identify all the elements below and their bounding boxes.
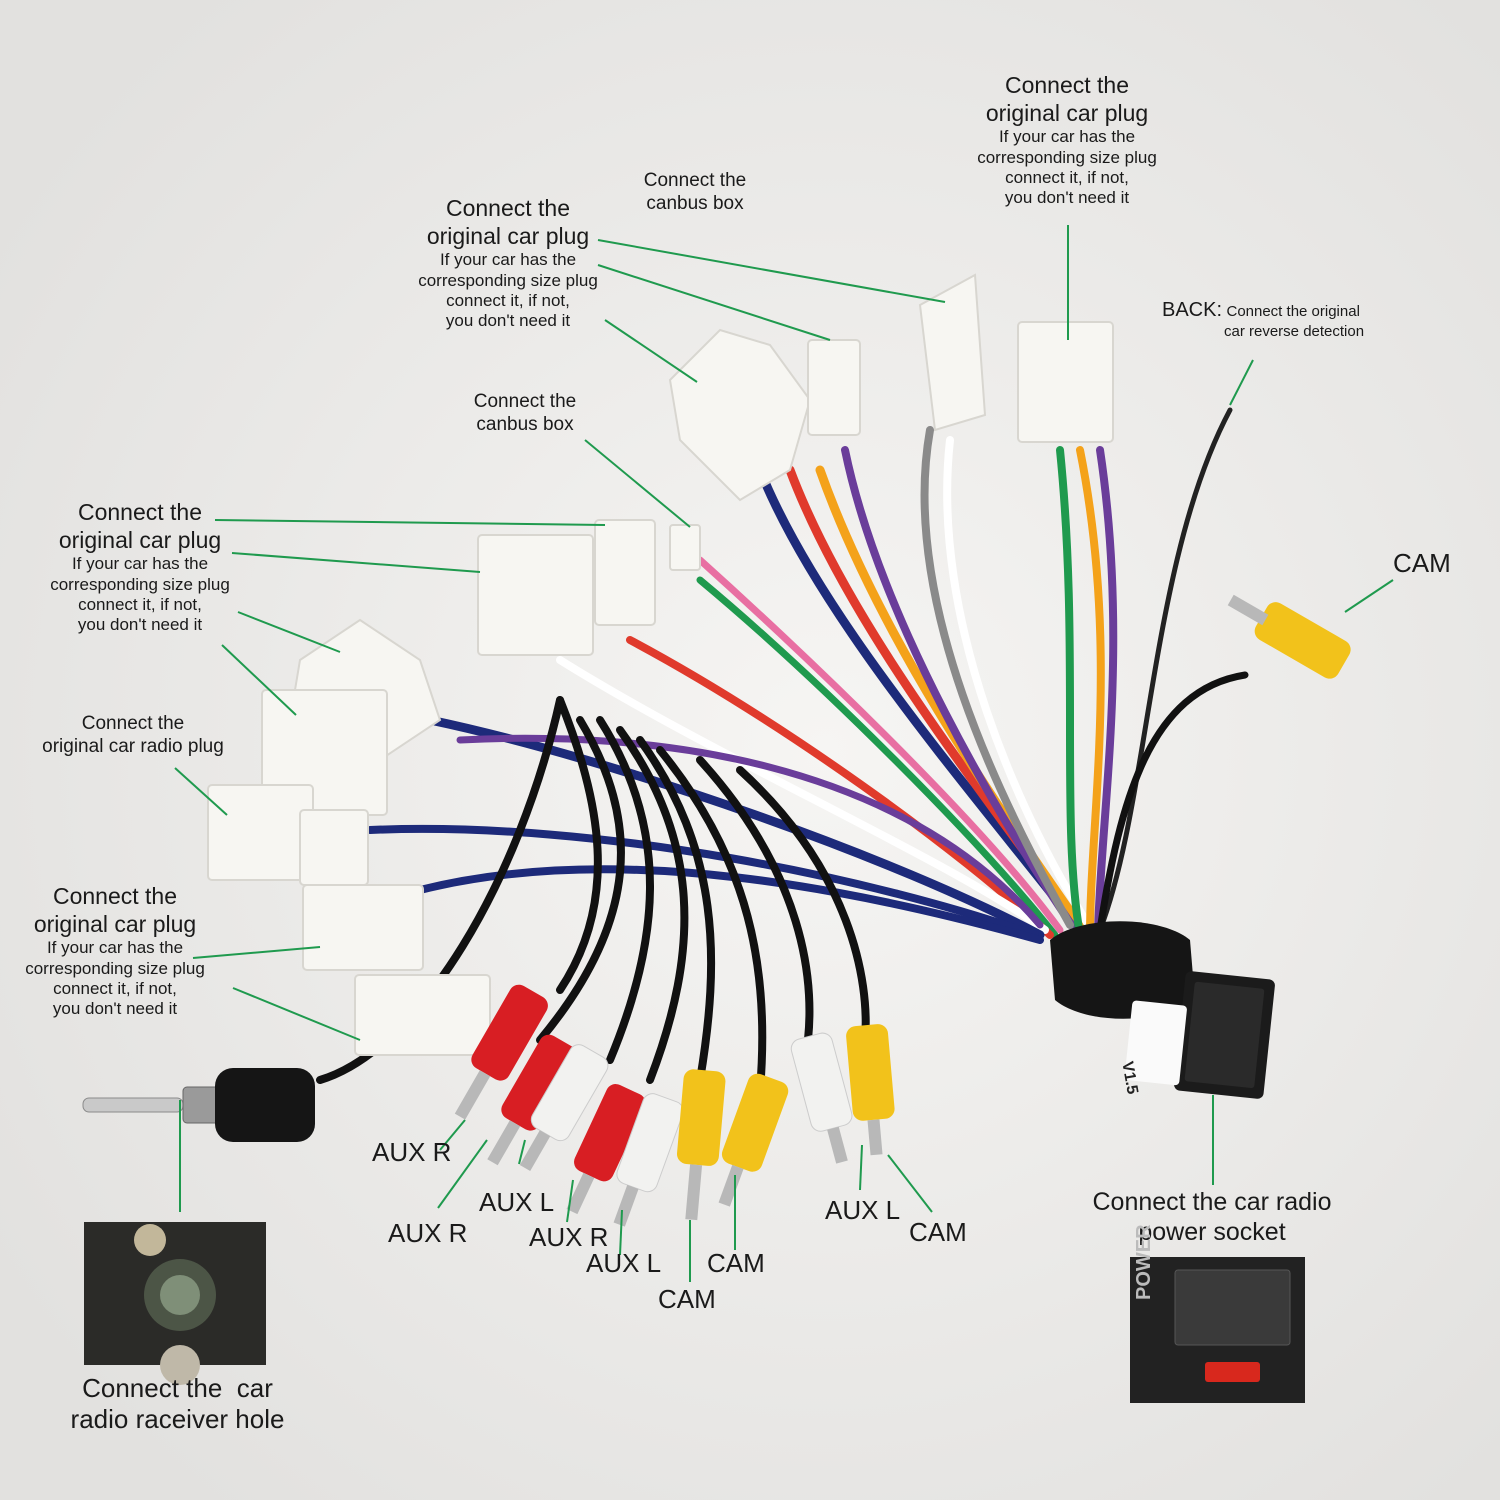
label-left-plug: Connect the original car plug If your ca… [35,499,245,636]
label-note-line: corresponding size plug [50,574,230,594]
label-mid-canbus: Connect the canbus box [450,391,600,437]
label-line: Connect the [81,713,185,734]
label-title-line: original car plug [33,910,197,937]
back-key: BACK: [1162,299,1223,321]
label-rca: AUX R [372,1137,452,1167]
label-note-line: connect it, if not, [78,594,202,614]
label-line: canbus box [646,192,744,214]
label-line: canbus box [476,413,574,435]
label-cam-right: CAM [1393,548,1451,578]
label-title-line: original car plug [426,222,590,249]
label-top-canbus: Connect the canbus box [620,170,770,216]
label-note-line: you don't need it [445,311,571,331]
bundle-wrap [1050,921,1195,1019]
label-line: radio raceiver hole [70,1404,285,1435]
label-title-line: Connect the [1004,72,1130,98]
label-note-line: connect it, if not, [446,290,570,310]
label-rca: AUX L [586,1248,662,1278]
label-lower-left-plug: Connect the original car plug If your ca… [10,883,220,1020]
label-note-line: connect it, if not, [1005,167,1129,187]
antenna-plug [82,1068,315,1142]
power-socket-connector [1124,971,1275,1099]
back-line: car reverse detection [1224,323,1365,340]
label-note-line: If your car has the [439,250,577,270]
label-line: original car radio plug [42,735,224,757]
white-connectors [207,273,1114,1056]
label-note-line: corresponding size plug [25,958,205,978]
label-antenna: Connect the car radio raceiver hole [60,1373,295,1435]
inset-power-text: POWER [1133,1224,1155,1300]
antenna-socket-inset [84,1222,266,1385]
label-note-line: you don't need it [52,999,178,1019]
label-back: BACK: Connect the original car reverse d… [1162,298,1364,341]
label-rca: AUX R [388,1218,468,1248]
label-title-line: Connect the [445,195,571,221]
label-note-line: corresponding size plug [418,270,598,290]
leader-lines [174,225,1394,1282]
label-rca: CAM [658,1284,716,1314]
label-note-line: corresponding size plug [977,147,1157,167]
wire-bundle [316,407,1249,1094]
label-note-line: If your car has the [998,127,1136,147]
label-line: Connect the car radio [1092,1188,1332,1216]
back-line: Connect the original [1226,303,1360,320]
label-line: Connect the [473,391,577,412]
label-top-right-plug: Connect the original car plug If your ca… [962,72,1172,209]
label-line: Connect the car [82,1373,273,1403]
label-title-line: original car plug [985,99,1149,126]
label-note-line: you don't need it [77,615,203,635]
label-rca: CAM [909,1217,967,1247]
label-note-line: If your car has the [46,938,184,958]
label-line: power socket [1138,1218,1286,1246]
label-note-line: If your car has the [71,554,209,574]
label-title-line: Connect the [52,883,178,909]
power-socket-inset [1130,1257,1305,1403]
label-power-socket: Connect the car radio power socket [1087,1187,1337,1247]
label-title-line: original car plug [58,526,222,553]
label-rca: AUX R [529,1222,609,1252]
label-rca: CAM [707,1248,765,1278]
label-title-line: Connect the [77,499,203,525]
rca-plugs [454,594,1351,1227]
label-rca: AUX L [825,1195,901,1225]
label-rca: AUX L [479,1187,555,1217]
label-radio-plug: Connect the original car radio plug [28,713,238,759]
label-note-line: you don't need it [1004,188,1130,208]
label-upper-mid-plug: Connect the original car plug If your ca… [403,195,613,332]
label-line: Connect the [643,170,747,191]
label-note-line: connect it, if not, [53,978,177,998]
